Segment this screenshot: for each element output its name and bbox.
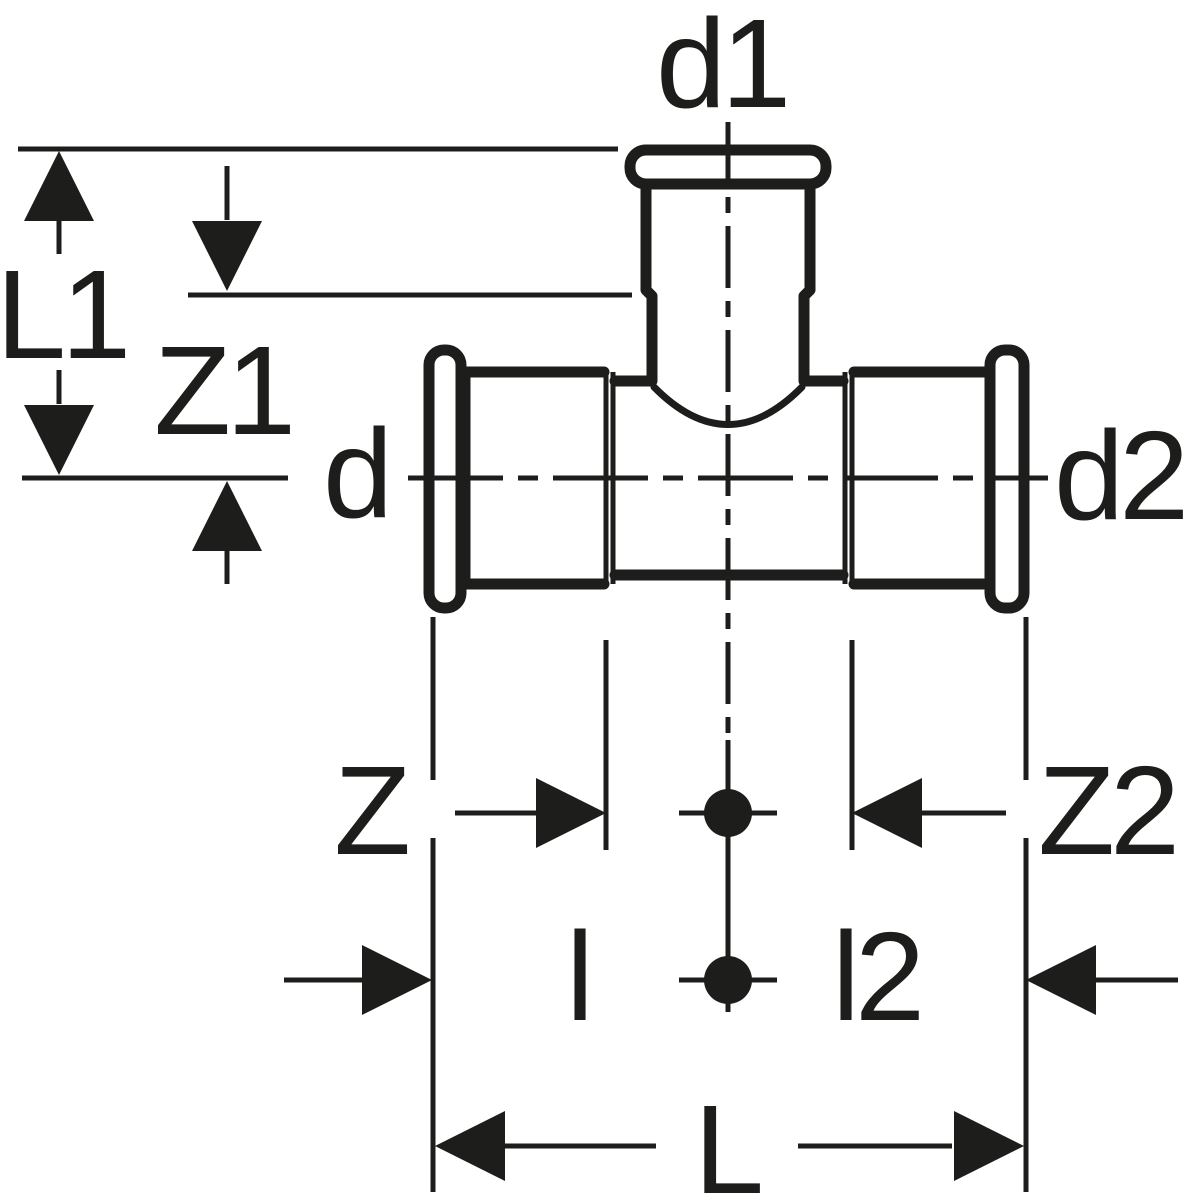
branch-wall-right [798, 178, 816, 387]
l1-arrow-up-icon [24, 151, 94, 254]
l-total-arrow-left-icon [435, 1111, 656, 1181]
label-L: L [694, 1079, 760, 1200]
label-Z1: Z1 [154, 320, 291, 461]
label-d2: d2 [1054, 405, 1184, 546]
l-total-arrow-right-icon [798, 1111, 1024, 1181]
z1-arrow-down-icon [192, 166, 262, 291]
z-arrow-right-icon [455, 778, 606, 848]
l1-arrow-down-icon [24, 370, 94, 475]
axis-dot-z-row [704, 789, 752, 837]
extension-lines [18, 146, 1029, 1192]
label-d1: d1 [656, 0, 786, 134]
label-Z: Z [334, 740, 408, 881]
label-l2: l2 [832, 906, 920, 1047]
l2-arrow-left-icon [1026, 945, 1178, 1015]
dimension-arrows [24, 151, 1178, 1181]
label-L1: L1 [0, 244, 126, 385]
label-Z2: Z2 [1038, 740, 1175, 881]
branch-junction-arc [650, 383, 806, 428]
z2-arrow-left-icon [852, 778, 1006, 848]
centerlines [408, 122, 1048, 1012]
branch-wall-left [640, 178, 658, 387]
l-arrow-right-icon [284, 945, 432, 1015]
chain-dimension-points [679, 789, 777, 1004]
label-l: l [566, 906, 589, 1047]
z1-arrow-up-icon [192, 481, 262, 584]
label-d: d [323, 403, 388, 544]
axis-dot-l-row [704, 956, 752, 1004]
